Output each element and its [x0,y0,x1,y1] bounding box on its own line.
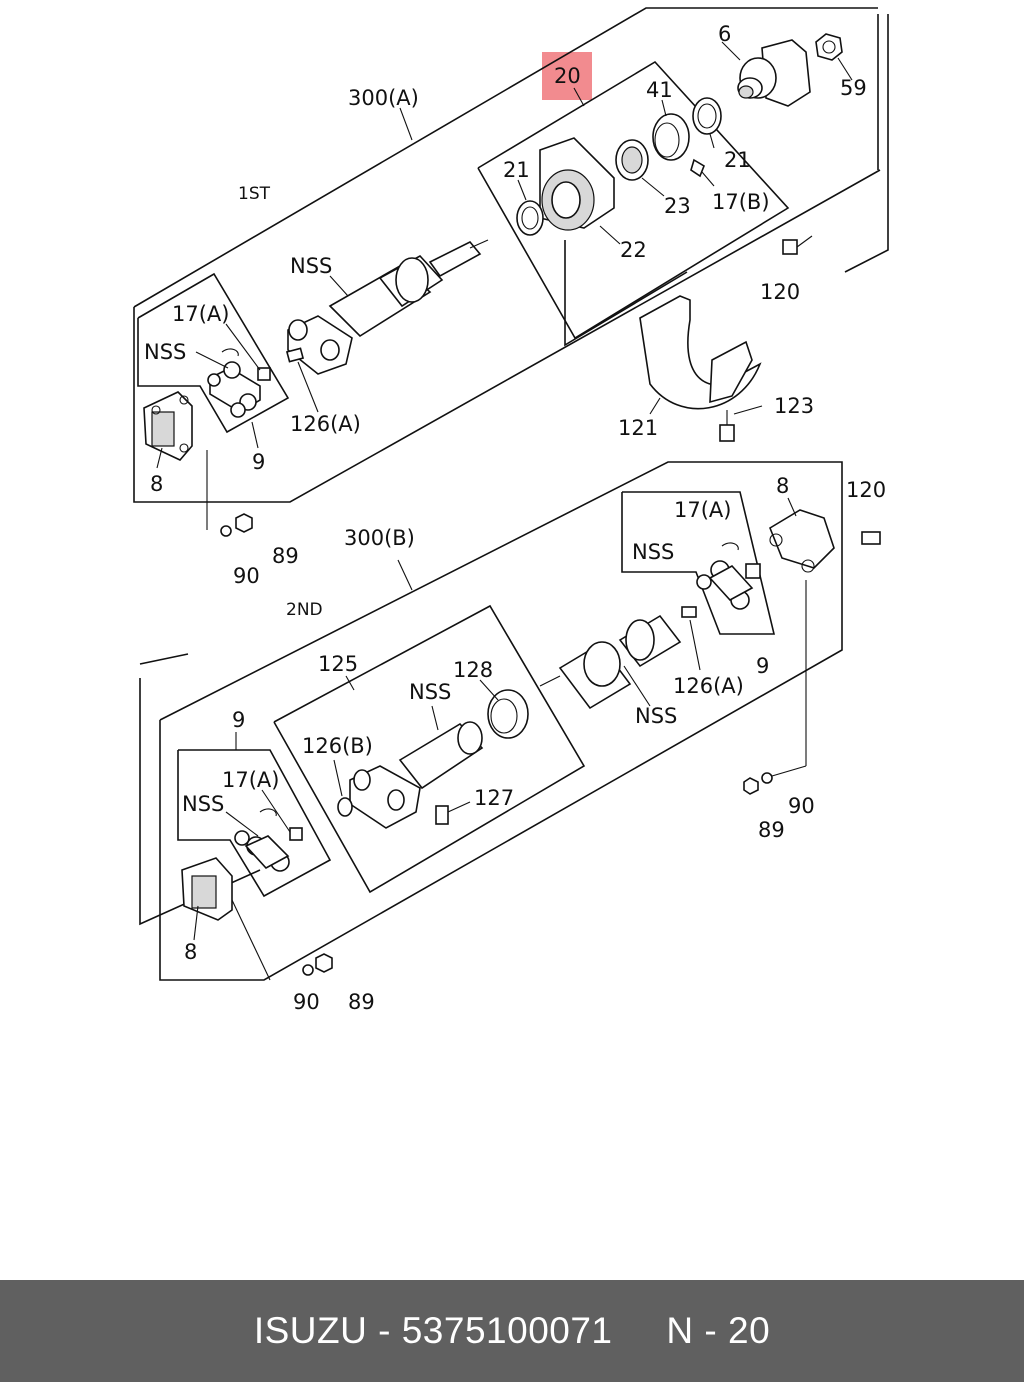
bolt-123-icon [719,424,735,442]
diagram-drawing [133,7,889,981]
rear-shaft-front-icon [558,614,682,710]
callout-17a-left: 17(A) [222,768,280,792]
first-shaft-outline [133,7,889,503]
part-number-caption: ISUZU - 5375100071 N - 20 [253,1310,771,1351]
callout-90-bottom: 90 [293,990,320,1014]
callout-90-right: 90 [788,794,815,818]
callout-126a-right: 126(A) [673,674,744,698]
callout-nss-cross-left: NSS [182,792,225,816]
callout-126a-first: 126(A) [290,412,361,436]
bolt-126a-icon [285,347,305,363]
highlight-box-part-20 [542,52,592,100]
leader-lines [156,41,797,941]
callout-17a-first: 17(A) [172,302,230,326]
callout-8-first: 8 [150,472,164,496]
bolt-126a-right-icon [681,606,697,618]
callout-9-left: 9 [232,708,246,732]
footer-bar: ISUZU - 5375100071 N - 20 [0,1280,1024,1382]
callout-9-first: 9 [252,450,266,474]
callout-120-right: 120 [846,478,887,502]
callout-23: 23 [664,194,691,218]
callout-59: 59 [840,76,867,100]
plug-126b-icon [337,797,353,817]
callout-90-first: 90 [233,564,260,588]
callout-20: 20 [554,64,581,88]
second-shaft-parts [181,509,881,981]
callout-17a-right: 17(A) [674,498,732,522]
nut-89-right-icon [743,777,759,795]
parts-diagram: 1ST 2ND 300(A) 20 6 59 41 21 21 23 17(B)… [133,7,889,1014]
flange-8-right-icon [769,509,835,573]
callout-89-right: 89 [758,818,785,842]
callout-nss-shaft-2: NSS [409,680,452,704]
callout-89-first: 89 [272,544,299,568]
callout-nss-cross: NSS [144,340,187,364]
callout-127: 127 [474,786,515,810]
nut-59-icon [815,33,843,61]
nipple-17a-right-icon [745,563,761,579]
bracket-121-icon [639,295,762,410]
callout-nss-front-2: NSS [635,704,678,728]
callout-22: 22 [620,238,647,262]
seal-21-left-icon [516,200,544,236]
front-shaft-icon [287,239,489,375]
callout-41: 41 [646,78,673,102]
callout-8-right: 8 [776,474,790,498]
callout-6: 6 [718,22,732,46]
callout-89-bottom: 89 [348,990,375,1014]
callout-8-left: 8 [184,940,198,964]
callout-120-first: 120 [760,280,801,304]
grease-nipple-17b-icon [690,158,705,178]
section-label-1st: 1ST [238,184,270,204]
nipple-127-icon [435,805,449,825]
callout-21-right: 21 [724,148,751,172]
cross-joint-icon [207,361,261,418]
callout-121: 121 [618,416,659,440]
callout-125: 125 [318,652,359,676]
callout-300b: 300(B) [344,526,415,550]
callout-17b: 17(B) [712,190,770,214]
first-shaft-parts [143,33,853,537]
seal-21-right-icon [692,97,722,135]
ring-41-icon [652,113,690,161]
section-label-2nd: 2ND [286,600,323,620]
callout-126b: 126(B) [302,734,373,758]
callout-nss-cross-right: NSS [632,540,675,564]
nut-89-bottom-icon [315,953,333,973]
center-bearing-22-icon [539,137,615,231]
nut-89-icon [235,513,253,533]
flange-6-icon [737,39,811,107]
washer-90-right-icon [761,772,773,784]
rear-shaft-icon [349,721,484,829]
washer-90-icon [220,525,232,537]
washer-90-bottom-icon [302,964,314,976]
flange-8-icon [143,391,193,461]
callout-123: 123 [774,394,815,418]
callout-128: 128 [453,658,494,682]
callout-21-left: 21 [503,158,530,182]
nipple-17a-icon [257,367,271,381]
bolt-120-icon [782,239,798,255]
cross-joint-right-icon [696,560,754,610]
cross-joint-left-icon [234,830,290,872]
callout-9-right: 9 [756,654,770,678]
flange-8-left-icon [181,857,233,921]
bolt-120-right-icon [861,531,881,545]
callout-300a: 300(A) [348,86,419,110]
callout-nss-shaft: NSS [290,254,333,278]
ring-128-icon [487,689,529,739]
nipple-17a-left-icon [289,827,303,841]
